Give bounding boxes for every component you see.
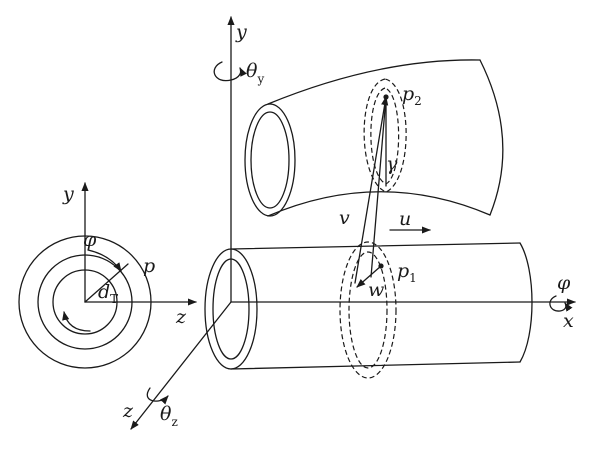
label-cross-y: y: [62, 183, 74, 205]
label-dT: dT: [98, 281, 118, 306]
labels: y θy p2 γ v u p1 w φ x z θz y φ p dT z: [62, 21, 574, 429]
p2-point: [383, 94, 389, 100]
label-cross-p: p: [143, 255, 155, 277]
label-p2: p2: [402, 83, 422, 108]
upper-tube-bottom-edge: [267, 191, 491, 217]
inner-rotation-arrow: [62, 311, 91, 332]
v-vector: [354, 96, 389, 284]
upper-tube-right-edge: [479, 59, 504, 216]
w-vector: [356, 265, 382, 288]
phi-arc-arrow: [87, 249, 122, 272]
vectors: [354, 94, 431, 288]
p1-to-p2-line: [370, 96, 387, 278]
upper-tube-end-outer: [244, 103, 296, 217]
label-x: x: [563, 310, 574, 332]
label-w: w: [368, 279, 384, 301]
lower-straight-tube: [204, 241, 533, 379]
upper-dashed-section-outer: [363, 78, 407, 193]
upper-tube-top-edge: [267, 59, 481, 105]
main-z-axis: [130, 301, 232, 430]
label-main-y: y: [235, 21, 247, 43]
label-gamma: γ: [386, 153, 398, 175]
label-theta-z: θz: [160, 403, 178, 429]
p1-point: [378, 263, 384, 269]
label-cross-z: z: [175, 306, 187, 328]
label-p1: p1: [397, 260, 417, 285]
label-cross-phi: φ: [83, 229, 97, 251]
lower-dashed-section-inner: [348, 251, 388, 369]
phi-x-rotation-arrow: [549, 295, 573, 312]
theta-z-rotation-arrow: [146, 387, 169, 405]
label-main-z: z: [122, 400, 134, 422]
theta-y-rotation-arrow: [213, 61, 247, 82]
upper-tube-end-inner: [250, 111, 290, 209]
label-u: u: [399, 208, 411, 230]
lower-dashed-section-outer: [339, 241, 397, 379]
cross-section: [18, 182, 197, 369]
main-axes: [130, 16, 576, 430]
label-phi-right: φ: [557, 272, 571, 294]
label-theta-y: θy: [246, 60, 264, 86]
upper-curved-tube: [244, 59, 504, 217]
lower-tube-top-edge: [230, 242, 521, 250]
label-v: v: [339, 207, 350, 229]
lower-tube-bottom-edge: [230, 361, 521, 370]
